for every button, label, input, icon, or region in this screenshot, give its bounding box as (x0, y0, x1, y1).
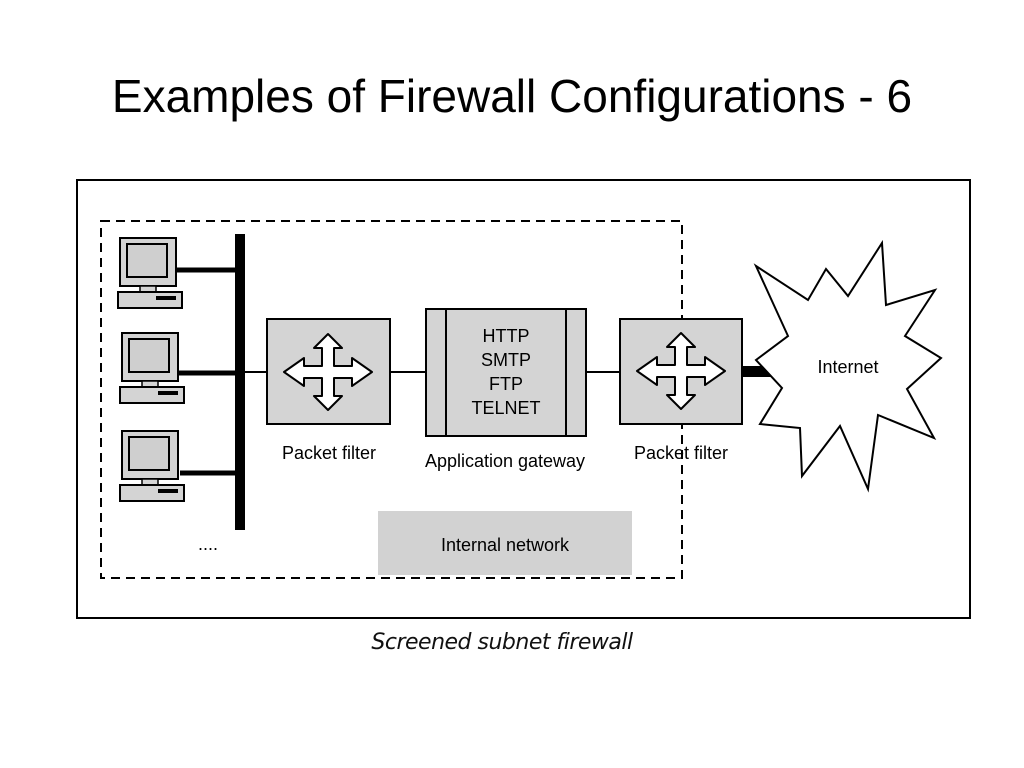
left-packet-filter-arrows-icon (283, 333, 373, 411)
screened-subnet-boundary (100, 220, 683, 579)
filter-to-internet-link (742, 366, 782, 377)
internet-starburst-icon (753, 239, 943, 493)
gateway-protocol-http: HTTP (483, 326, 530, 346)
application-gateway-label: Application gateway (425, 451, 585, 471)
lan-backbone (235, 234, 245, 530)
slide-title: Examples of Firewall Configurations - 6 (111, 70, 913, 122)
host-computer-3 (119, 430, 185, 502)
more-hosts-ellipsis: .... (198, 534, 218, 554)
gateway-protocol-telnet: TELNET (471, 398, 540, 418)
diagram-caption: Screened subnet firewall (371, 630, 633, 655)
internet-label: Internet (817, 357, 878, 377)
internal-network-label: Internal network (441, 535, 570, 555)
host-computer-1 (117, 237, 183, 309)
right-packet-filter-arrows-icon (636, 332, 726, 410)
gateway-protocol-ftp: FTP (489, 374, 523, 394)
host-computer-2 (119, 332, 185, 404)
gateway-protocol-smtp: SMTP (481, 350, 531, 370)
application-gateway-box (425, 308, 587, 437)
internal-network-box (378, 511, 632, 575)
right-packet-filter-label: Packet filter (634, 443, 728, 463)
left-packet-filter-label: Packet filter (282, 443, 376, 463)
